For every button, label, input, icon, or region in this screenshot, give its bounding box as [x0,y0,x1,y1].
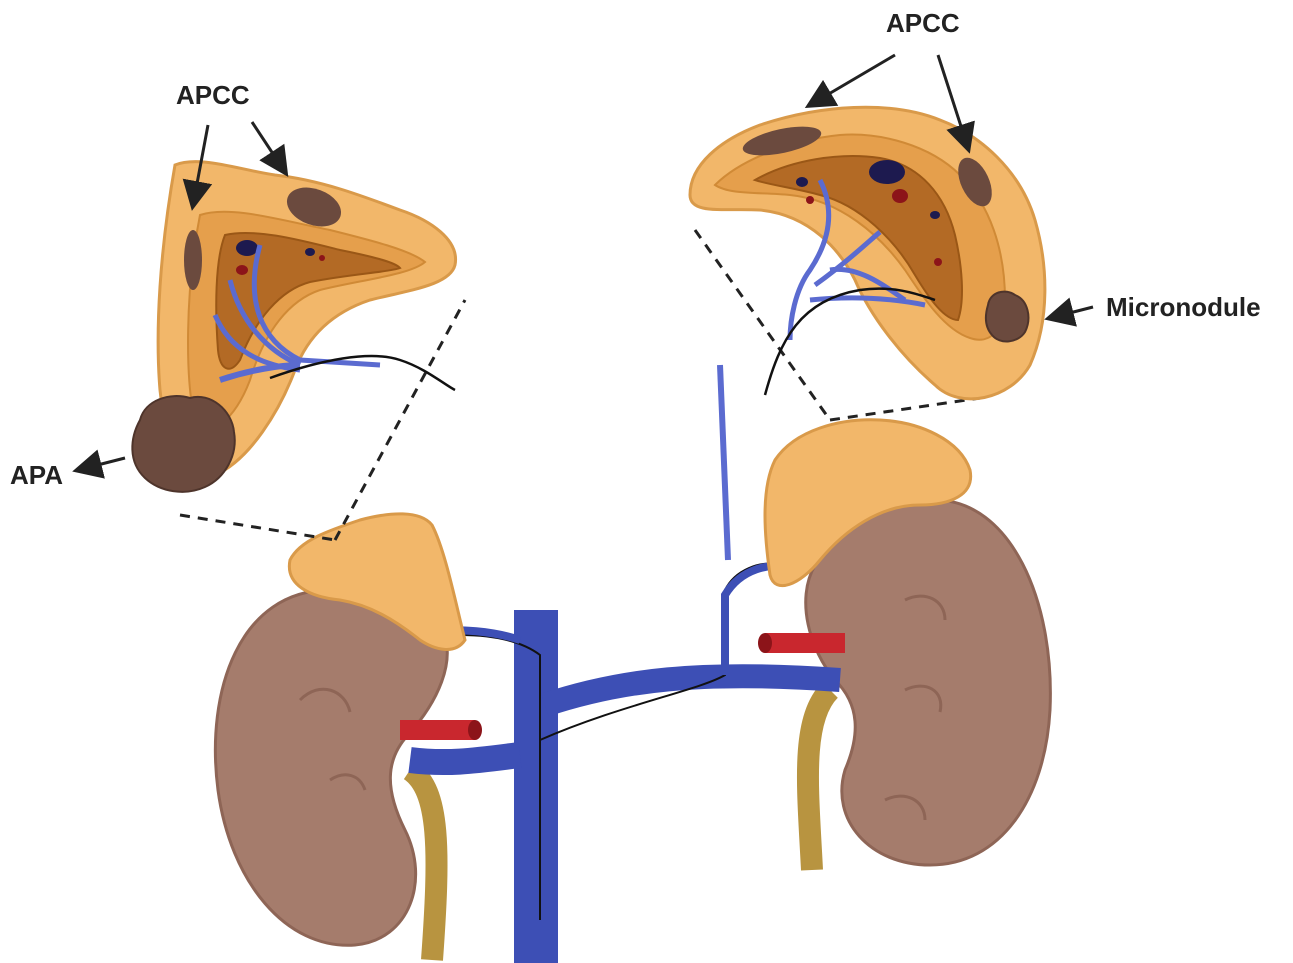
arrow-micronodule [1050,307,1093,318]
left-adrenal-cross-section [132,162,455,492]
label-apcc-right: APCC [886,8,960,38]
label-apa: APA [10,460,63,490]
left-zoom-line-2 [335,300,465,540]
arrow-apcc-right-1 [810,55,895,105]
apa-nodule [132,396,234,492]
apcc-nodule-left-1 [184,230,202,290]
right-adrenal-cross-section [690,107,1045,399]
right-ureter [808,690,830,870]
left-zoom-line-1 [180,515,335,540]
right-zoom-line-2 [830,398,980,420]
right-kidney [806,500,1051,865]
label-micronodule: Micronodule [1106,292,1261,322]
label-apcc-left: APCC [176,80,250,110]
micronodule [986,292,1029,342]
right-zoom-line-1 [695,230,830,420]
arrow-apa [78,458,125,470]
left-renal-vein [410,755,520,762]
right-renal-vein [545,676,840,705]
arrow-apcc-left-2 [252,122,285,172]
